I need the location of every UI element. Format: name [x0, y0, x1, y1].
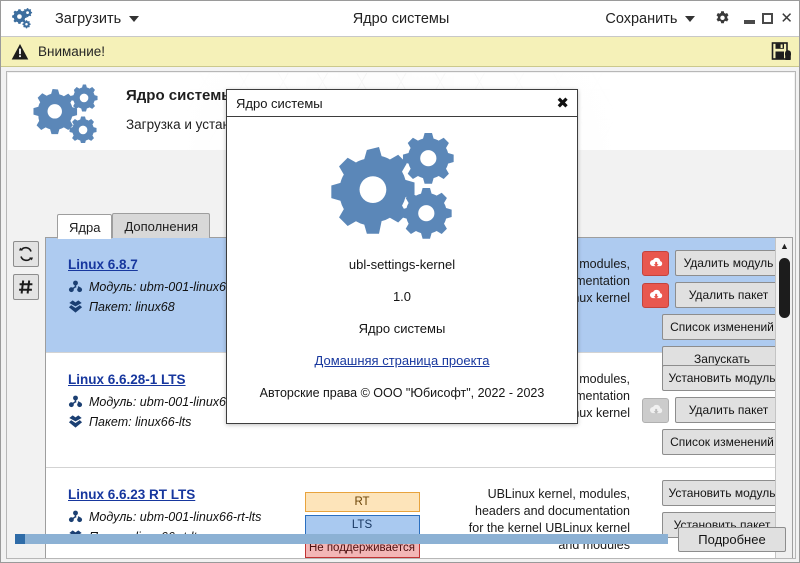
remove-module-button[interactable]: Удалить модуль	[675, 250, 782, 276]
action-row: Удалить пакет	[642, 397, 782, 423]
tab-kernels[interactable]: Ядра	[57, 214, 113, 239]
scrollbar-thumb[interactable]	[779, 258, 790, 318]
chevron-up-icon[interactable]: ▲	[780, 241, 789, 251]
refresh-button[interactable]	[13, 241, 39, 267]
package-row: Пакет: linux68	[68, 299, 272, 314]
load-menu-button[interactable]: Загрузить	[50, 8, 144, 30]
progress-bar	[15, 534, 668, 544]
changelog-button[interactable]: Список изменений	[662, 429, 782, 455]
details-button[interactable]: Подробнее	[678, 526, 786, 552]
dialog-package-name: ubl-settings-kernel	[348, 257, 456, 272]
module-label: Модуль: ubm-001-linux68	[89, 279, 233, 294]
install-module-button[interactable]: Установить модуль	[662, 365, 782, 391]
close-icon[interactable]: ✕	[780, 9, 793, 27]
dialog-body: ubl-settings-kernel 1.0 Ядро системы Дом…	[227, 117, 577, 424]
vertical-scrollbar[interactable]: ▲ ▼	[775, 238, 792, 558]
minimize-icon[interactable]	[744, 19, 756, 24]
tab-bar: Ядра Дополнения	[57, 213, 211, 239]
progress-bar-chunk	[15, 534, 25, 544]
changelog-button[interactable]: Список изменений	[662, 314, 782, 340]
window-controls: ✕	[744, 11, 793, 26]
module-label: Модуль: ubm-001-linux66-rt-lts	[89, 509, 262, 524]
gears-icon	[327, 131, 477, 241]
gears-icon	[10, 6, 36, 32]
page-title: Ядро системы	[126, 87, 235, 104]
status-badge-rt: RT	[304, 492, 420, 512]
action-row: Удалить модуль	[642, 250, 782, 276]
close-icon[interactable]: ✖	[556, 93, 569, 112]
kernel-name-link[interactable]: Linux 6.6.23 RT LTS	[68, 487, 196, 502]
kernel-name-link[interactable]: Linux 6.6.28-1 LTS	[68, 372, 186, 387]
action-button-group: Удалить модуль Удалить пакет Список изме…	[642, 238, 792, 372]
action-row: Установить модуль	[642, 365, 782, 391]
module-row: Модуль: ubm-001-linux68	[68, 279, 272, 294]
save-menu-button[interactable]: Сохранить	[600, 8, 700, 30]
save-menu-label: Сохранить	[605, 10, 678, 27]
maximize-icon[interactable]	[762, 13, 774, 24]
about-dialog: Ядро системы ✖ ubl-settings-kernel 1.0	[226, 89, 578, 424]
cloud-download-red-icon[interactable]	[642, 282, 669, 308]
dialog-title-bar: Ядро системы ✖	[227, 90, 577, 117]
package-row: Пакет: linux66-lts	[68, 414, 272, 429]
status-bar: Подробнее	[8, 524, 794, 554]
module-icon	[68, 509, 83, 524]
module-row: Модуль: ubm-001-linux66-rt-lts	[68, 509, 272, 524]
dialog-copyright: Авторские права © ООО "Юбисофт", 2022 - …	[259, 386, 545, 400]
side-toolbar	[13, 241, 39, 300]
cloud-download-red-icon[interactable]	[642, 250, 669, 276]
package-label: Пакет: linux68	[89, 299, 175, 314]
action-row: Список изменений	[642, 314, 782, 340]
remove-package-button[interactable]: Удалить пакет	[675, 282, 782, 308]
action-row: Удалить пакет	[642, 282, 782, 308]
warning-triangle-icon	[11, 43, 29, 61]
floppy-save-locked-icon[interactable]	[771, 41, 793, 63]
load-menu-label: Загрузить	[55, 10, 122, 27]
warning-text: Внимание!	[38, 44, 106, 59]
package-icon	[68, 299, 83, 314]
kernel-description: UBLinux kernel, modules, headers and doc…	[468, 487, 630, 552]
cloud-download-grey-icon[interactable]	[642, 397, 669, 423]
action-button-group: Установить модуль Удалить пакет Список и…	[642, 353, 792, 467]
module-row: Модуль: ubm-001-linux66-lts	[68, 394, 272, 409]
module-label: Модуль: ubm-001-linux66-lts	[89, 394, 250, 409]
list-item-info: Linux 6.8.7 Модуль: ubm-001-linux68 Паке…	[46, 238, 272, 352]
kernel-name-link[interactable]: Linux 6.8.7	[68, 257, 138, 272]
project-homepage-link[interactable]: Домашняя страница проекта	[314, 353, 490, 368]
package-label: Пакет: linux66-lts	[89, 414, 192, 429]
dialog-description: Ядро системы	[358, 321, 446, 336]
hash-button[interactable]	[13, 274, 39, 300]
status-badge-lts: LTS	[304, 515, 420, 535]
module-icon	[68, 279, 83, 294]
action-row: Установить модуль	[642, 480, 782, 506]
action-row: Список изменений	[642, 429, 782, 455]
dialog-title: Ядро системы	[236, 95, 323, 111]
remove-package-button[interactable]: Удалить пакет	[675, 397, 782, 423]
tab-extras[interactable]: Дополнения	[112, 213, 211, 238]
package-icon	[68, 414, 83, 429]
list-item-info: Linux 6.6.28-1 LTS Модуль: ubm-001-linux…	[46, 353, 272, 467]
title-bar: Загрузить Ядро системы Сохранить ✕	[1, 1, 799, 37]
chevron-down-icon	[685, 15, 696, 22]
gear-icon[interactable]	[712, 9, 732, 29]
chevron-down-icon	[129, 15, 140, 22]
dialog-version: 1.0	[392, 289, 412, 304]
warning-bar: Внимание!	[1, 37, 799, 67]
titlebar-right-group: Сохранить ✕	[586, 8, 799, 30]
install-module-button[interactable]: Установить модуль	[662, 480, 782, 506]
module-icon	[68, 394, 83, 409]
gears-icon	[30, 83, 112, 144]
